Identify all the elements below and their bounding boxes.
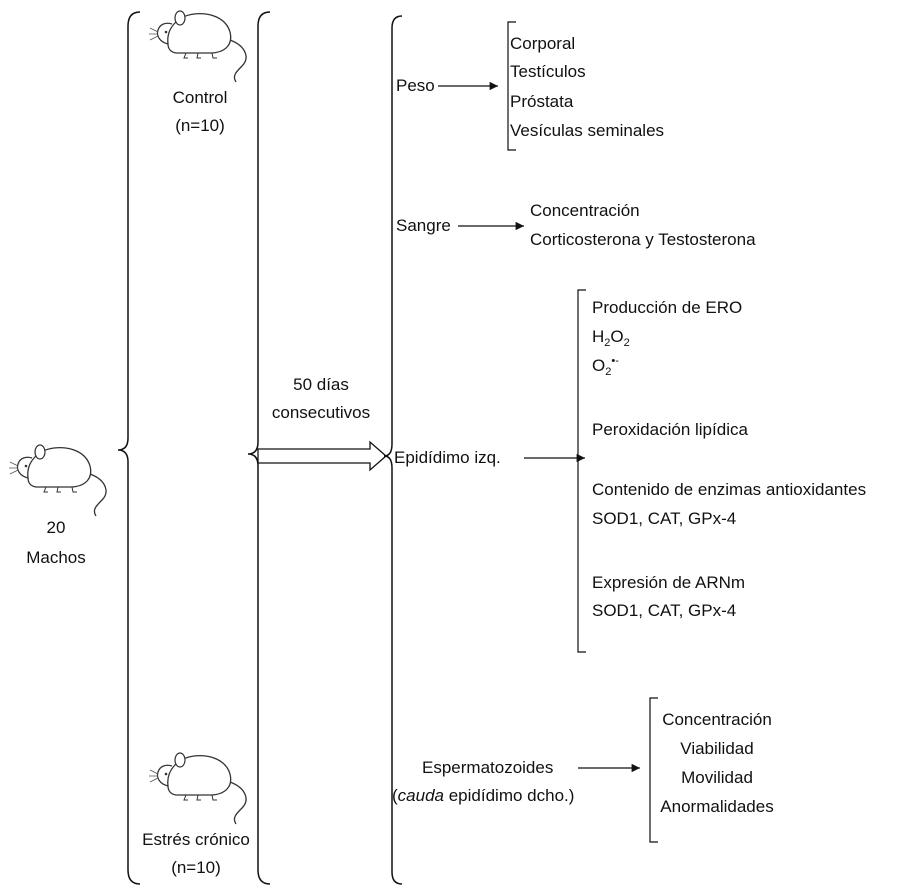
group-control-name: Control: [172, 88, 228, 107]
mrna-list: SOD1, CAT, GPx-4: [592, 601, 737, 620]
enzymes-title: Contenido de enzimas antioxidantes: [592, 480, 867, 499]
mouse-icon-root: [8, 444, 107, 517]
superoxide-formula: O2•-: [592, 355, 619, 378]
duration-line1: 50 días: [293, 375, 349, 394]
mouse-icon-control: [148, 10, 247, 83]
peso-item: Próstata: [510, 92, 574, 111]
bracket-esperma: [649, 697, 658, 843]
esperma-item: Movilidad: [681, 768, 753, 787]
peso-item: Vesículas seminales: [510, 121, 665, 140]
branch-epididimo-label: Epidídimo izq.: [394, 448, 501, 467]
group-stress-name: Estrés crónico: [142, 830, 250, 849]
hollow-arrow: [257, 440, 387, 472]
branch-esperma-label: Espermatozoides: [422, 758, 554, 777]
lipid-peroxidation: Peroxidación lipídica: [592, 420, 748, 439]
mrna-title: Expresión de ARNm: [592, 573, 746, 592]
bracket-epididimo: [577, 289, 586, 653]
peso-item: Testículos: [510, 62, 586, 81]
root-label: Machos: [26, 548, 86, 567]
sangre-item: Corticosterona y Testosterona: [530, 230, 756, 249]
mouse-icon-stress: [148, 752, 247, 825]
branch-peso-label: Peso: [396, 76, 435, 95]
bracket-groups: [117, 11, 141, 885]
ero-title: Producción de ERO: [592, 298, 743, 317]
root-count: 20: [46, 518, 66, 537]
esperma-item: Concentración: [662, 710, 772, 729]
branch-esperma-sublabel: (cauda epidídimo dcho.): [392, 786, 575, 805]
enzymes-list: SOD1, CAT, GPx-4: [592, 509, 737, 528]
duration-line2: consecutivos: [271, 403, 371, 422]
peso-item: Corporal: [510, 34, 576, 53]
esperma-item: Anormalidades: [660, 797, 774, 816]
group-control-n: (n=10): [175, 116, 225, 135]
group-stress-n: (n=10): [171, 858, 221, 877]
bracket-outcomes: [383, 15, 403, 885]
bracket-peso: [507, 21, 516, 151]
sangre-item: Concentración: [530, 201, 640, 220]
bracket-treatment: [247, 11, 271, 885]
branch-sangre-label: Sangre: [396, 216, 451, 235]
h2o2-formula: H2O2: [592, 327, 630, 349]
esperma-item: Viabilidad: [680, 739, 754, 758]
